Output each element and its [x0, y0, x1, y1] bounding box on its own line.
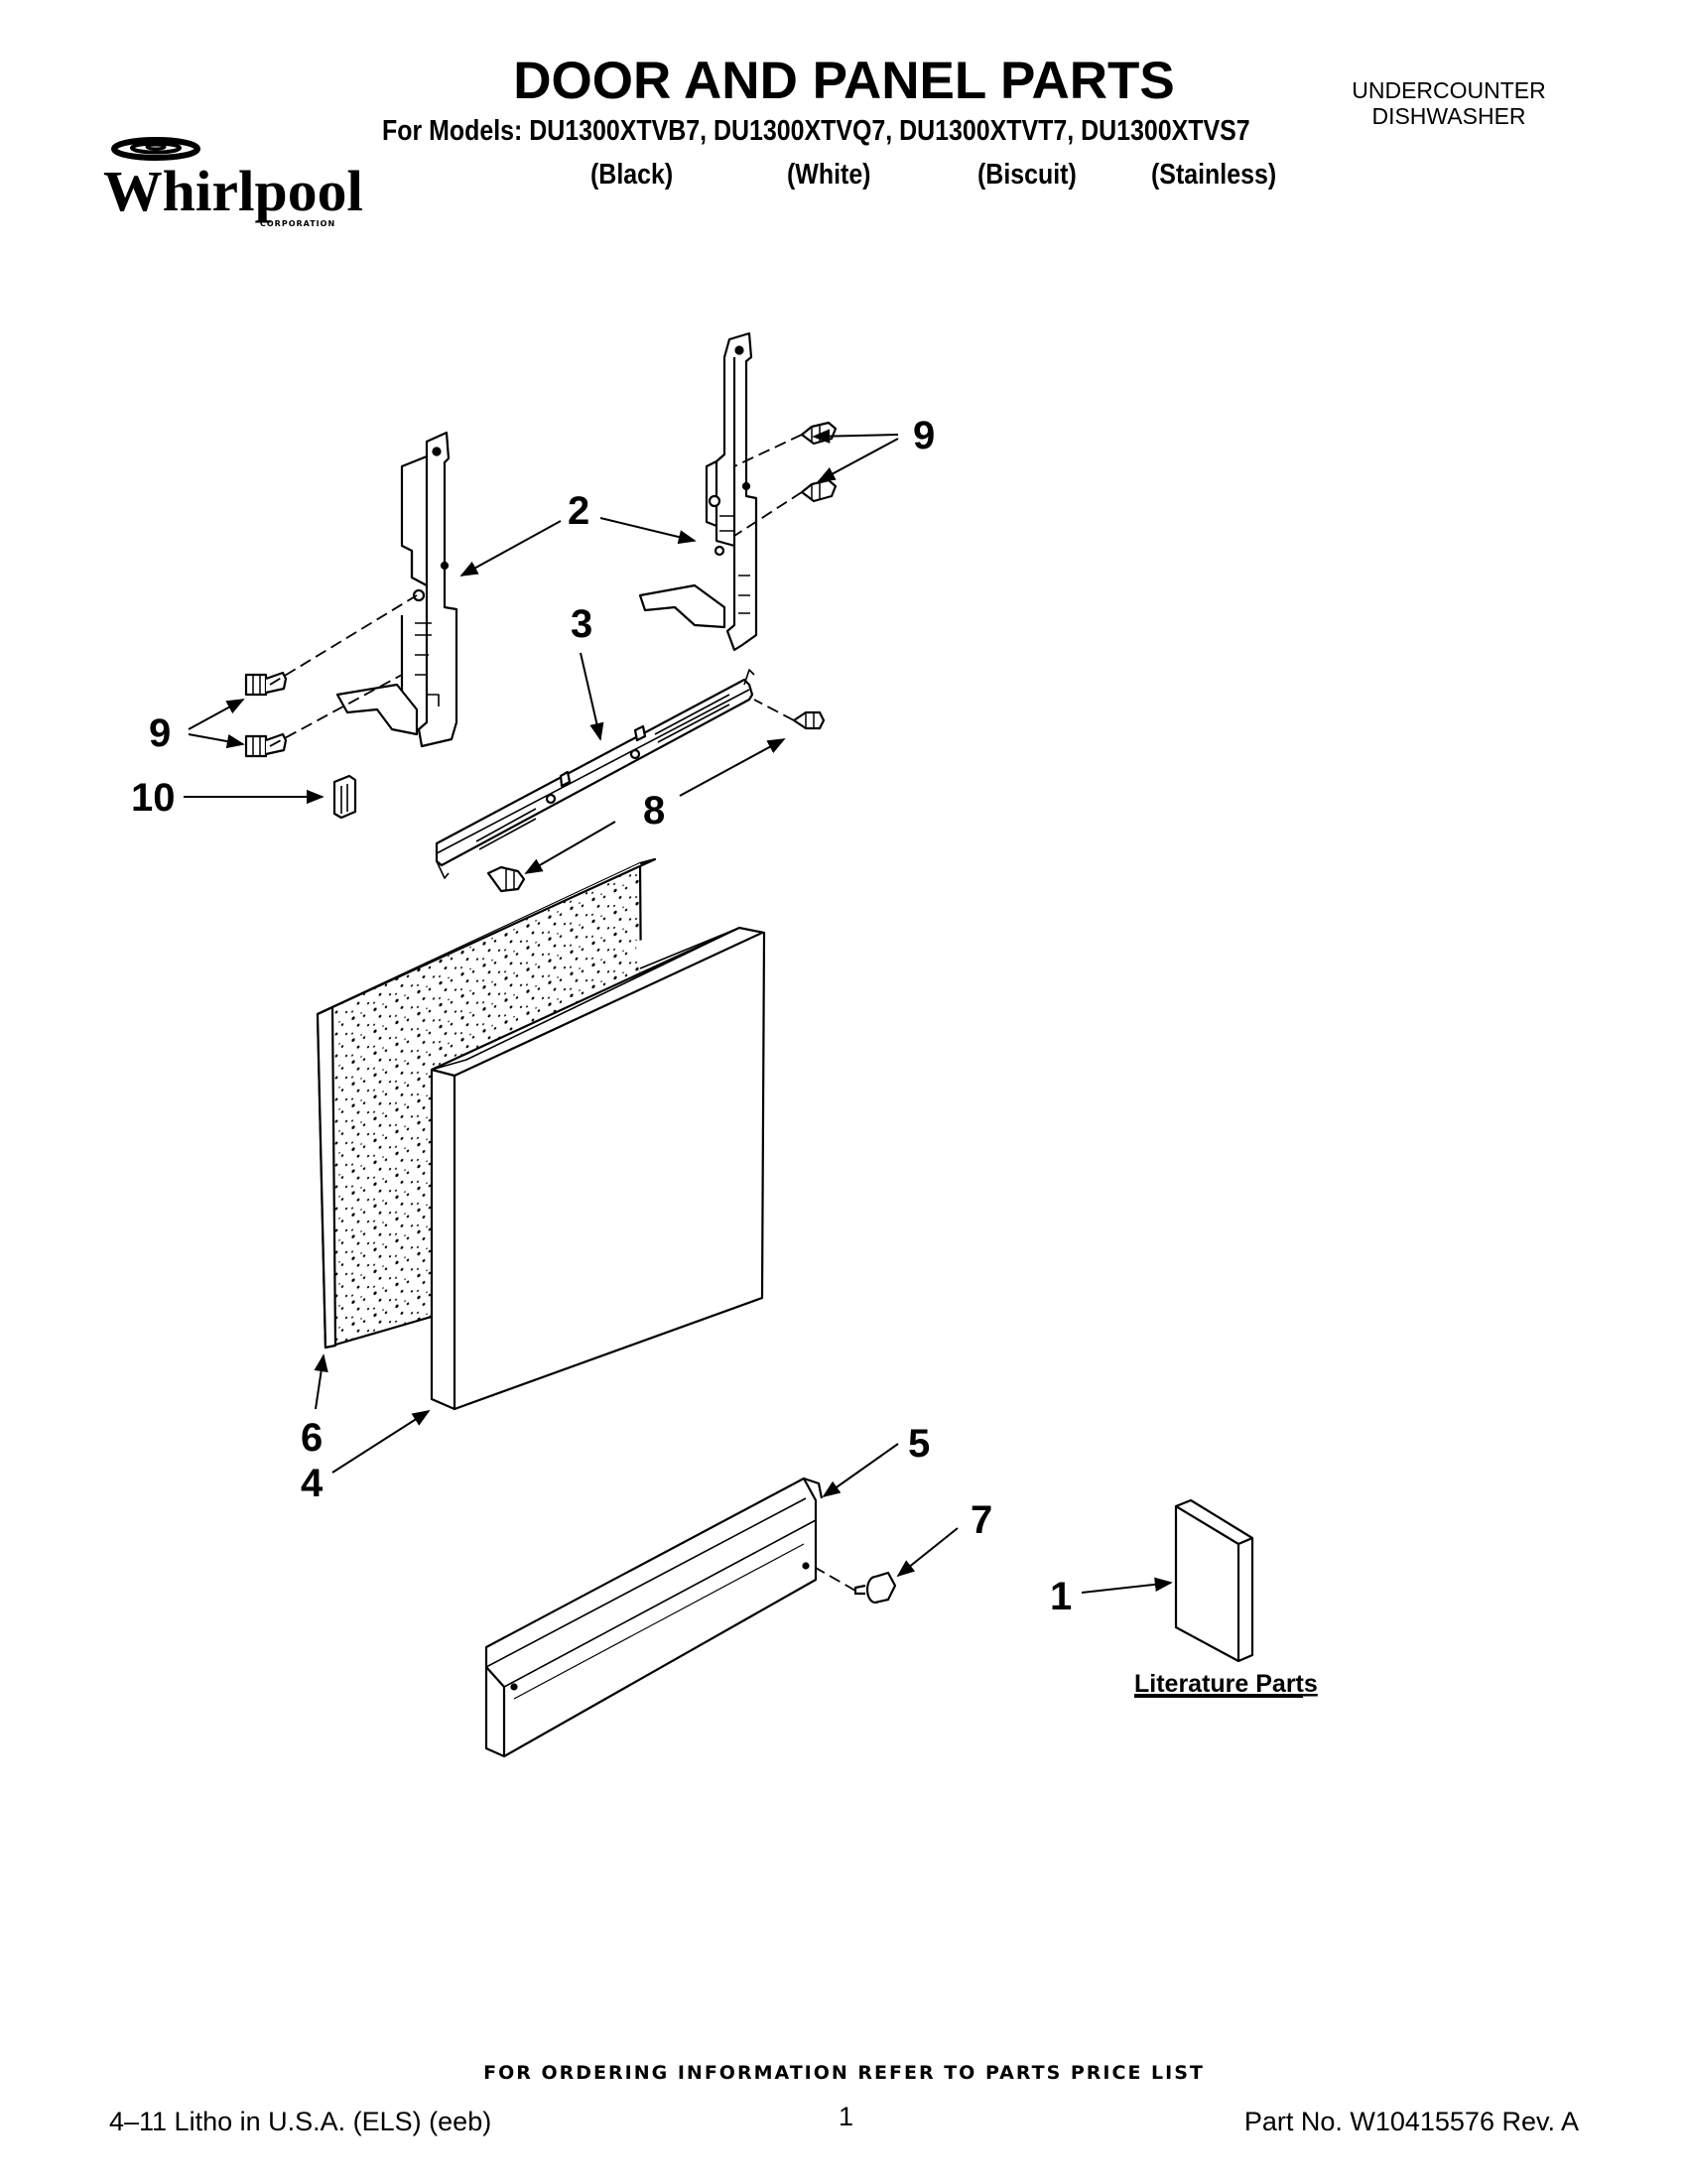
hinge-screw-upper-left	[244, 671, 288, 697]
whirlpool-logo: Whirlpool CORPORATION	[101, 129, 369, 243]
appliance-type: UNDERCOUNTER DISHWASHER	[1320, 77, 1578, 129]
toe-kick-screw	[853, 1571, 897, 1605]
leader-arrow-6	[314, 1353, 328, 1410]
left-door-hinge-bracket	[335, 431, 458, 748]
panel-clip	[332, 774, 357, 820]
callout-3: 3	[571, 602, 592, 646]
assembly-line-lower-left	[269, 674, 403, 747]
leader-arrow-9-left-a	[188, 699, 245, 730]
literature-booklet	[1174, 1498, 1254, 1663]
callout-5: 5	[908, 1422, 930, 1466]
page-number: 1	[839, 2102, 854, 2131]
logo-subtext: CORPORATION	[260, 219, 335, 228]
hinge-screw-upper-right	[800, 421, 838, 446]
leader-arrow-9-upper-a	[812, 429, 899, 444]
assembly-line-toe-kick	[815, 1567, 856, 1592]
callout-2: 2	[568, 489, 589, 533]
leader-arrow-8-left	[524, 821, 616, 874]
whirlpool-logo-mark: Whirlpool CORPORATION	[103, 137, 363, 228]
callout-9-left: 9	[149, 711, 171, 755]
page-title: DOOR AND PANEL PARTS	[513, 52, 1175, 110]
color-label-black: (Black)	[590, 159, 674, 191]
leader-arrow-4	[331, 1410, 431, 1474]
leader-arrow-3	[580, 652, 604, 741]
bracket-screw-left	[486, 865, 526, 893]
assembly-line-upper-left	[269, 594, 418, 686]
leader-arrow-9-left-b	[188, 733, 245, 749]
door-outer-panel	[430, 926, 766, 1411]
hinge-screw-lower-right	[800, 478, 838, 503]
callout-6: 6	[301, 1416, 323, 1460]
assembly-line-upper-right	[733, 434, 803, 467]
leader-arrow-8-right	[679, 738, 786, 797]
appliance-type-line1: UNDERCOUNTER	[1352, 77, 1546, 103]
color-label-biscuit: (Biscuit)	[977, 159, 1077, 191]
leader-arrow-7	[896, 1527, 959, 1578]
leader-arrow-2-left	[459, 520, 562, 577]
callout-4: 4	[301, 1462, 324, 1505]
literature-parts-label: Literature Parts	[1134, 1670, 1318, 1698]
callout-7: 7	[971, 1498, 992, 1542]
leader-arrow-1	[1081, 1577, 1173, 1594]
callout-10: 10	[131, 776, 176, 820]
callout-9-upper: 9	[913, 414, 935, 457]
callout-8: 8	[643, 789, 665, 833]
right-door-hinge-bracket	[638, 331, 758, 652]
color-label-stainless: (Stainless)	[1151, 159, 1277, 191]
assembly-line-bracket-right	[753, 699, 795, 721]
bracket-screw-right	[792, 710, 826, 730]
toe-kick-panel	[484, 1477, 824, 1758]
models-line: For Models: DU1300XTVB7, DU1300XTVQ7, DU…	[382, 115, 1250, 147]
assembly-line-lower-right	[733, 491, 803, 537]
ordering-note: FOR ORDERING INFORMATION REFER TO PARTS …	[483, 2062, 1205, 2084]
logo-brand-text: Whirlpool	[103, 159, 363, 223]
leader-arrow-5	[822, 1443, 899, 1498]
panel-mounting-bracket	[435, 669, 755, 879]
leader-arrow-2-right	[599, 517, 697, 545]
part-number: Part No. W10415576 Rev. A	[1243, 2107, 1579, 2136]
appliance-type-line2: DISHWASHER	[1371, 103, 1526, 129]
hinge-screw-lower-left	[244, 732, 288, 758]
litho-info: 4–11 Litho in U.S.A. (ELS) (eeb)	[109, 2107, 492, 2136]
callout-1: 1	[1050, 1575, 1072, 1618]
leader-arrow-9-upper-b	[817, 438, 899, 482]
color-label-white: (White)	[787, 159, 871, 191]
